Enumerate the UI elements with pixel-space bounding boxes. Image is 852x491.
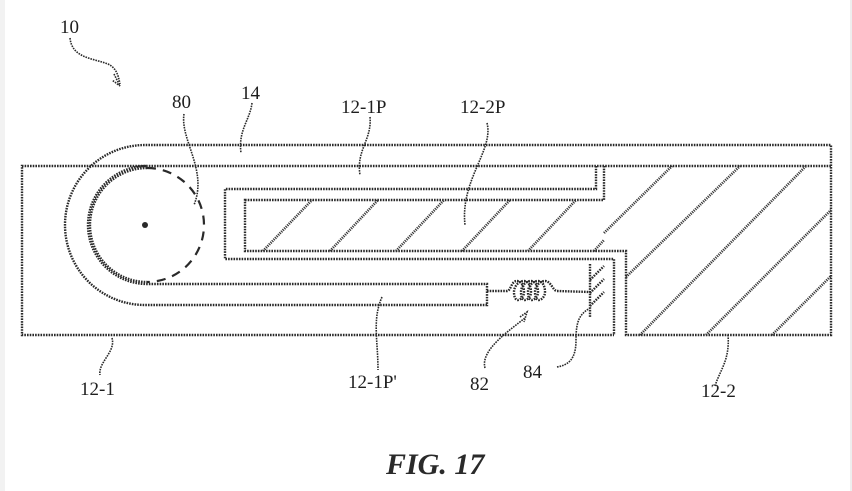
label-12-1P: 12-1P (341, 97, 386, 118)
figure-caption: FIG. 17 (385, 448, 485, 481)
label-80: 80 (172, 92, 191, 113)
label-84: 84 (523, 362, 543, 383)
roller-80-dashed (146, 166, 206, 284)
body-hatching (603, 165, 832, 336)
scan-edge-right (850, 0, 852, 491)
label-10: 10 (60, 17, 79, 38)
cavity-upper-boundary (223, 166, 616, 335)
leader-lines (69, 37, 730, 387)
label-12-1: 12-1 (80, 379, 115, 400)
spring-82 (487, 279, 591, 302)
housing-12-2-outline (243, 164, 833, 337)
label-12-2P: 12-2P (460, 97, 505, 118)
label-12-2: 12-2 (701, 381, 736, 402)
label-12-1P-prime: 12-1P' (348, 372, 397, 393)
roller-axle (142, 222, 148, 228)
anchor-84 (588, 264, 605, 317)
flexible-layer-14-outer (63, 143, 833, 307)
label-82: 82 (470, 374, 489, 395)
label-14: 14 (241, 83, 261, 104)
scan-edge-left (0, 0, 5, 491)
roller-80-solid (88, 166, 148, 284)
tongue-hatching (262, 199, 605, 252)
